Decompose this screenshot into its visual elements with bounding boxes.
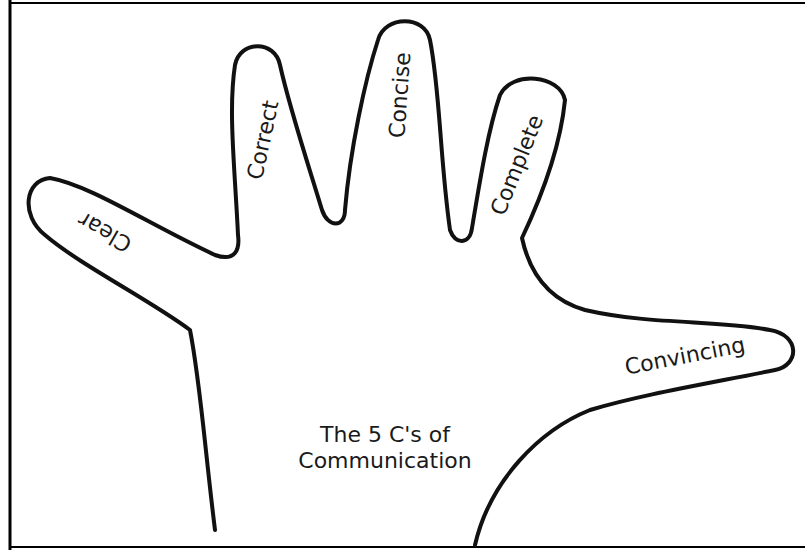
frame-line [10, 546, 805, 548]
frame-line [9, 0, 12, 550]
finger-label: Concise [384, 51, 415, 139]
frame-line [10, 2, 805, 4]
finger-label: Clear [74, 207, 136, 258]
finger-label: Convincing [623, 332, 748, 380]
finger-label: Correct [242, 98, 283, 182]
diagram-title: The 5 C's of Communication [270, 422, 500, 475]
hand-outline [29, 21, 794, 545]
